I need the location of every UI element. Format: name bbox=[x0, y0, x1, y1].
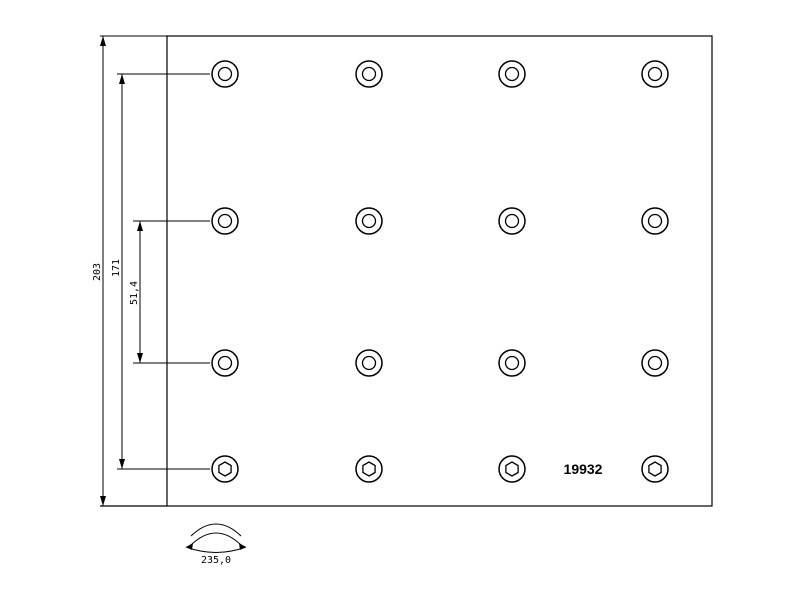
rivet-hole bbox=[211, 60, 239, 88]
rivet-hole-inner-ring bbox=[361, 355, 377, 371]
rivet-hole bbox=[211, 207, 239, 235]
rivet-hole-grid bbox=[211, 60, 669, 483]
rivet-hole-inner-ring bbox=[647, 66, 663, 82]
arc-width-label: 235,0 bbox=[201, 555, 231, 566]
rivet-hole-hex-inner bbox=[362, 461, 376, 477]
rivet-hole bbox=[641, 60, 669, 88]
rivet-hole-inner-ring bbox=[217, 66, 233, 82]
rivet-hole-inner-ring bbox=[647, 213, 663, 229]
rivet-hole bbox=[498, 349, 526, 377]
rivet-hole bbox=[355, 455, 383, 483]
rivet-hole bbox=[355, 207, 383, 235]
outer-hole-spacing-dimension: 171 bbox=[111, 73, 210, 470]
outer-hole-spacing-label: 171 bbox=[111, 259, 122, 277]
rivet-hole bbox=[641, 455, 669, 483]
rivet-hole bbox=[211, 455, 239, 483]
part-number-label: 19932 bbox=[564, 461, 603, 477]
lining-plate-outline bbox=[166, 35, 713, 507]
rivet-hole bbox=[498, 455, 526, 483]
rivet-hole bbox=[355, 60, 383, 88]
rivet-hole bbox=[498, 207, 526, 235]
rivet-hole-inner-ring bbox=[504, 213, 520, 229]
rivet-hole bbox=[641, 349, 669, 377]
rivet-hole bbox=[355, 349, 383, 377]
rivet-hole-hex-inner bbox=[218, 461, 232, 477]
rivet-hole-inner-ring bbox=[504, 66, 520, 82]
rivet-hole-hex-inner bbox=[648, 461, 662, 477]
rivet-hole-inner-ring bbox=[647, 355, 663, 371]
inner-hole-spacing-dimension: 51,4 bbox=[129, 220, 210, 364]
rivet-hole-inner-ring bbox=[504, 355, 520, 371]
rivet-hole-inner-ring bbox=[361, 213, 377, 229]
overall-height-label: 203 bbox=[92, 263, 103, 281]
rivet-hole-hex-inner bbox=[505, 461, 519, 477]
arc-width-symbol: 235,0 bbox=[185, 523, 247, 566]
rivet-hole-inner-ring bbox=[217, 213, 233, 229]
rivet-hole-inner-ring bbox=[361, 66, 377, 82]
rivet-hole bbox=[641, 207, 669, 235]
rivet-hole bbox=[211, 349, 239, 377]
overall-height-dimension: 203 bbox=[92, 36, 106, 506]
rivet-hole-inner-ring bbox=[217, 355, 233, 371]
rivet-hole bbox=[498, 60, 526, 88]
inner-hole-spacing-label: 51,4 bbox=[129, 281, 140, 305]
